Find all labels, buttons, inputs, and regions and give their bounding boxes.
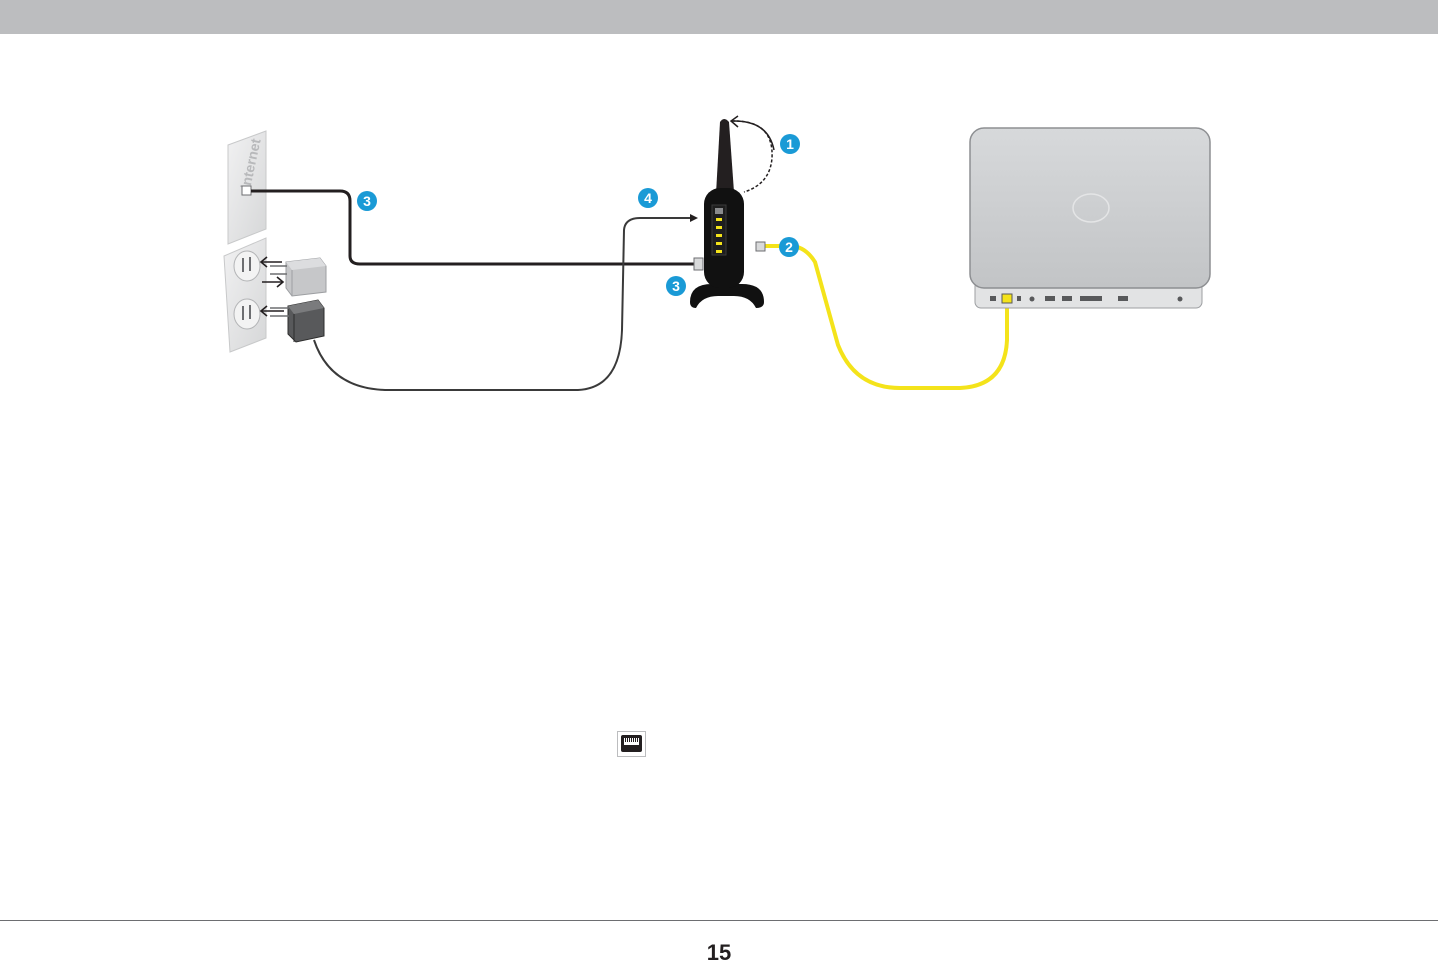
footer-rule	[0, 920, 1438, 921]
step-number-1: 1	[786, 136, 794, 152]
laptop-lid	[970, 128, 1210, 288]
step-number-4: 4	[644, 190, 652, 206]
step-badge-3-wall: 3	[357, 191, 377, 211]
step-badge-2: 2	[779, 237, 799, 257]
laptop-computer	[970, 128, 1210, 308]
wall-ethernet-jack	[242, 186, 251, 195]
step-badge-1: 1	[780, 134, 800, 154]
step-number-2: 2	[785, 239, 793, 255]
ethernet-port-icon	[617, 731, 646, 757]
outlet-socket-bottom	[234, 299, 260, 329]
power-outlet-plate	[224, 238, 266, 352]
step-number-3-wall: 3	[363, 193, 371, 209]
page-number: 15	[0, 940, 1438, 966]
step-badge-3-router: 3	[666, 276, 686, 296]
modem-power-adapter	[270, 258, 326, 296]
internet-cable-connector	[694, 258, 703, 270]
router-power-cable	[314, 218, 694, 390]
internet-cable	[251, 191, 698, 264]
wireless-router	[690, 116, 774, 308]
router-antenna	[716, 119, 734, 194]
laptop-ethernet-port	[1002, 294, 1012, 303]
step-number-3-router: 3	[672, 278, 680, 294]
router-lan-connector	[756, 242, 765, 251]
internet-wall-plate: internet	[228, 131, 266, 244]
step-badge-4: 4	[638, 188, 658, 208]
router-power-adapter	[270, 300, 324, 342]
outlet-socket-top	[234, 251, 260, 281]
